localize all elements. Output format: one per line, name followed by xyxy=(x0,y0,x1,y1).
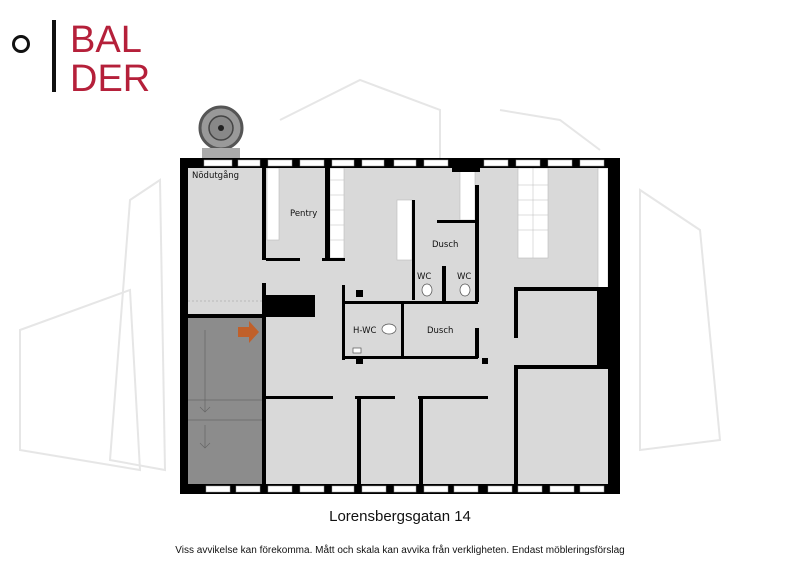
room-label-pantry: Pentry xyxy=(290,209,317,219)
room-label-shower-lower: Dusch xyxy=(427,326,453,336)
room-label-wc-left: WC xyxy=(417,272,431,282)
windows xyxy=(203,159,605,493)
entrance-arrow-icon xyxy=(238,321,259,343)
room-label-emergency-exit: Nödutgång xyxy=(192,170,239,181)
toilet-fixtures xyxy=(352,283,471,354)
room-label-accessible-wc: H-WC xyxy=(353,326,377,336)
disclaimer-text: Viss avvikelse kan förekomma. Mått och s… xyxy=(175,545,625,556)
room-label-shower-upper: Dusch xyxy=(432,240,458,250)
stair-arrows xyxy=(188,330,263,449)
svg-text:DER: DER xyxy=(70,58,150,94)
stairwell xyxy=(188,318,263,484)
balder-logo: BAL DER xyxy=(12,19,150,94)
svg-text:BAL: BAL xyxy=(70,19,142,61)
room-label-wc-right: WC xyxy=(457,272,471,282)
background-building-sketch xyxy=(19,78,722,472)
spiral-stair xyxy=(198,105,244,158)
address-caption: Lorensbergsgatan 14 xyxy=(329,508,471,525)
